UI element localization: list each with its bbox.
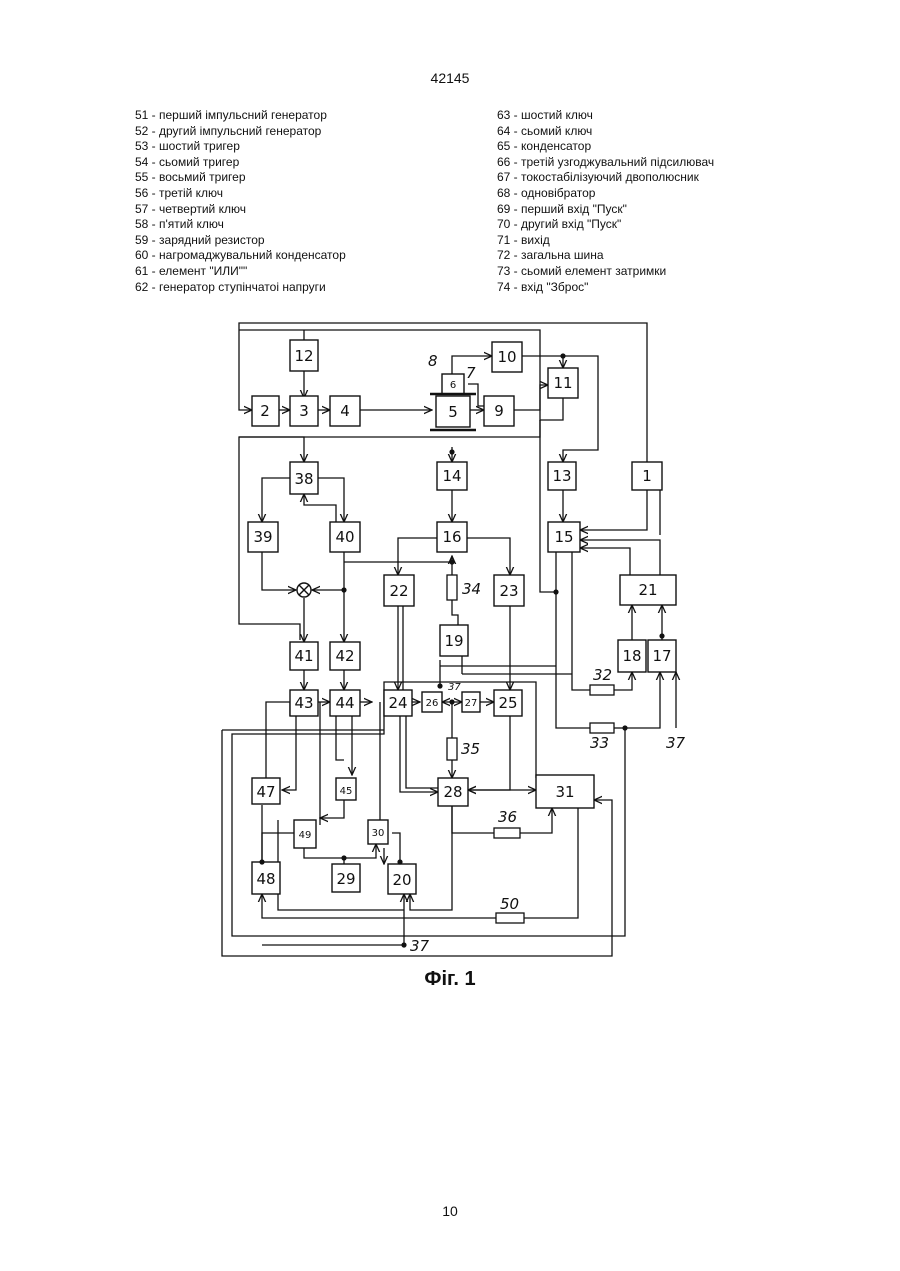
figure-caption: Фіг. 1 bbox=[0, 968, 900, 991]
block-label: 4 bbox=[340, 402, 350, 420]
block-label: 5 bbox=[448, 403, 458, 421]
block-label: 12 bbox=[294, 347, 313, 365]
block-label: 14 bbox=[442, 467, 461, 485]
block-label: 49 bbox=[299, 830, 312, 841]
block-label: 11 bbox=[553, 374, 572, 392]
block-label: 38 bbox=[294, 470, 313, 488]
resistor-label: 32 bbox=[593, 666, 612, 684]
block-label: 19 bbox=[444, 632, 463, 650]
block-label: 6 bbox=[450, 380, 456, 391]
terminal-label: 8 bbox=[428, 352, 438, 370]
resistor-label: 50 bbox=[500, 895, 519, 913]
block-label: 42 bbox=[335, 647, 354, 665]
block-label: 26 bbox=[426, 698, 439, 709]
block-label: 43 bbox=[294, 694, 313, 712]
block-label: 39 bbox=[253, 528, 272, 546]
block-label: 3 bbox=[299, 402, 309, 420]
block-label: 47 bbox=[256, 783, 275, 801]
block-label: 27 bbox=[465, 698, 478, 709]
terminal-label: 7 bbox=[466, 364, 476, 382]
block-label: 15 bbox=[554, 528, 573, 546]
block-label: 31 bbox=[555, 783, 574, 801]
resistor-label: 36 bbox=[498, 808, 517, 826]
block-label: 45 bbox=[340, 786, 353, 797]
terminal-label: 37 bbox=[448, 682, 461, 693]
block-label: 1 bbox=[642, 467, 652, 485]
block-label: 24 bbox=[388, 694, 407, 712]
block-label: 16 bbox=[442, 528, 461, 546]
block-label: 25 bbox=[498, 694, 517, 712]
block-label: 28 bbox=[443, 783, 462, 801]
block-label: 18 bbox=[622, 647, 641, 665]
block-label: 9 bbox=[494, 402, 504, 420]
block-label: 40 bbox=[335, 528, 354, 546]
resistor-label: 33 bbox=[590, 734, 609, 752]
terminal-label: 37 bbox=[666, 734, 686, 752]
block-label: 23 bbox=[499, 582, 518, 600]
resistor-label: 34 bbox=[462, 580, 481, 598]
block-label: 48 bbox=[256, 870, 275, 888]
block-label: 41 bbox=[294, 647, 313, 665]
terminal-label: 37 bbox=[410, 937, 430, 955]
block-label: 22 bbox=[389, 582, 408, 600]
block-label: 10 bbox=[497, 348, 516, 366]
block-label: 17 bbox=[652, 647, 671, 665]
block-label: 13 bbox=[552, 467, 571, 485]
block-label: 30 bbox=[372, 828, 385, 839]
block-label: 21 bbox=[638, 581, 657, 599]
resistor-label: 35 bbox=[461, 740, 480, 758]
block-label: 29 bbox=[336, 870, 355, 888]
block-label: 2 bbox=[260, 402, 270, 420]
block-label: 20 bbox=[392, 871, 411, 889]
block-label: 44 bbox=[335, 694, 354, 712]
summing-junction bbox=[297, 583, 311, 597]
page-number: 10 bbox=[0, 1203, 900, 1219]
